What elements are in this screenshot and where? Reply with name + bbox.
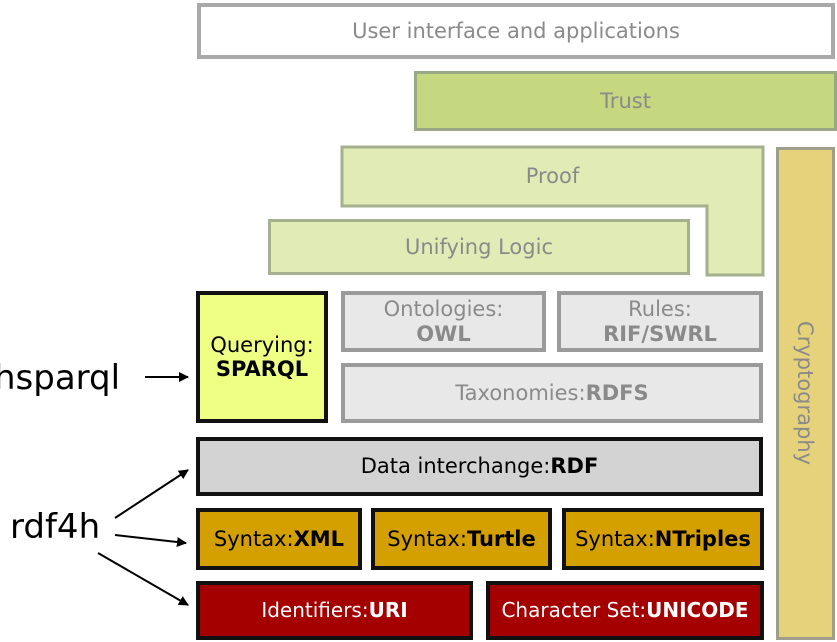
- layer-trust-label: Trust: [600, 88, 651, 113]
- arrow-rdf4h-syntax: [114, 534, 187, 547]
- layer-user-interface: User interface and applications: [197, 3, 835, 59]
- layer-syntax-ntriples: Syntax: NTriples: [562, 508, 764, 570]
- layer-rules-value: RIF/SWRL: [603, 321, 717, 346]
- arrow-rdf4h-rdf: [114, 469, 189, 519]
- syntax-ntriples-label: Syntax:: [575, 526, 655, 551]
- layer-querying: Querying: SPARQL: [196, 291, 328, 423]
- syntax-turtle-label: Syntax:: [387, 526, 467, 551]
- layer-user-interface-label: User interface and applications: [352, 18, 680, 43]
- layer-character-set-label: Character Set:: [501, 598, 647, 622]
- layer-unifying-logic-label: Unifying Logic: [404, 234, 553, 259]
- layer-rules: Rules: RIF/SWRL: [557, 291, 763, 352]
- syntax-xml-value: XML: [293, 526, 345, 551]
- layer-proof-label: Proof: [525, 164, 580, 189]
- layer-syntax-turtle: Syntax: Turtle: [371, 508, 552, 570]
- layer-taxonomies-value: RDFS: [585, 380, 649, 405]
- arrow-rdf4h-identifiers: [97, 552, 189, 606]
- layer-data-interchange-label: Data interchange:: [360, 454, 551, 479]
- layer-ontologies-value: OWL: [416, 321, 471, 346]
- layer-ontologies-label: Ontologies:: [383, 297, 504, 322]
- layer-identifiers: Identifiers: URI: [196, 581, 473, 640]
- syntax-xml-label: Syntax:: [213, 526, 294, 551]
- layer-data-interchange-value: RDF: [550, 454, 599, 479]
- syntax-ntriples-value: NTriples: [654, 526, 751, 551]
- layer-trust: Trust: [414, 71, 837, 131]
- layer-querying-value: SPARQL: [215, 357, 309, 381]
- annotation-rdf4h: rdf4h: [10, 507, 101, 547]
- layer-unifying-logic: Unifying Logic: [268, 219, 690, 275]
- layer-character-set-value: UNICODE: [646, 598, 749, 622]
- annotation-hsparql: hsparql: [0, 358, 121, 398]
- layer-taxonomies-label: Taxonomies:: [455, 380, 586, 405]
- layer-data-interchange: Data interchange: RDF: [196, 437, 763, 496]
- syntax-turtle-value: Turtle: [466, 526, 536, 551]
- layer-querying-label: Querying:: [210, 332, 314, 357]
- layer-identifiers-label: Identifiers:: [261, 598, 369, 622]
- layer-ontologies: Ontologies: OWL: [341, 291, 546, 352]
- layer-cryptography: Cryptography: [776, 147, 835, 640]
- layer-identifiers-value: URI: [368, 598, 408, 622]
- layer-proof: Proof: [342, 147, 763, 206]
- layer-rules-label: Rules:: [628, 297, 692, 322]
- layer-syntax-xml: Syntax: XML: [196, 508, 362, 570]
- layer-taxonomies: Taxonomies: RDFS: [341, 363, 763, 423]
- layer-character-set: Character Set: UNICODE: [486, 581, 764, 640]
